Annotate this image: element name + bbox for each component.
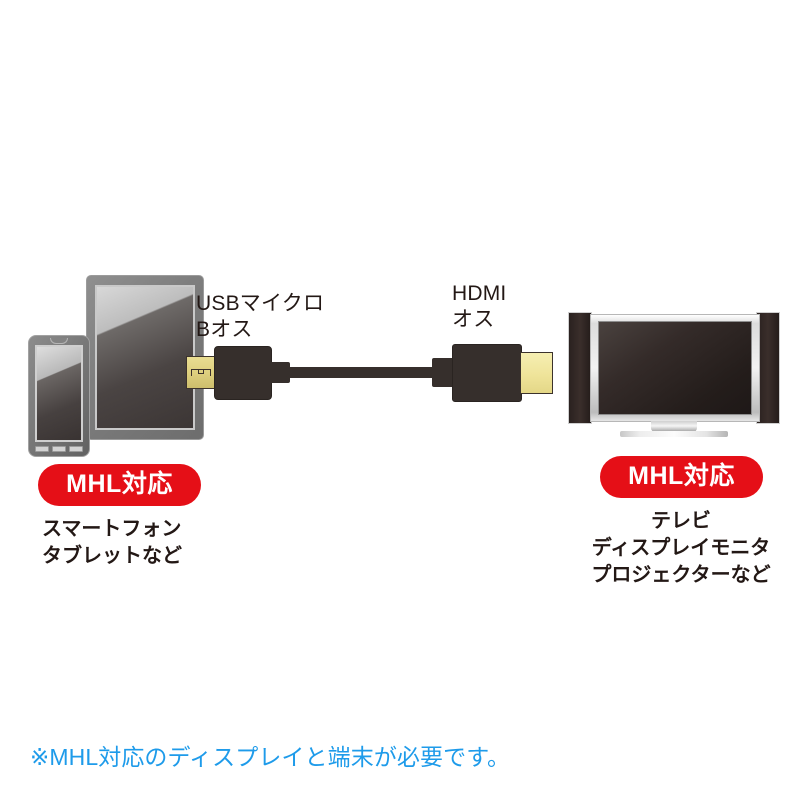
hdmi-connector-icon xyxy=(520,352,553,394)
usb-connector-housing xyxy=(214,346,272,400)
source-device-caption: スマートフォン タブレットなど xyxy=(42,516,182,570)
usb-connector-label: USBマイクロ Bオス xyxy=(196,291,324,342)
cable-illustration xyxy=(186,344,558,406)
tv-speaker-left xyxy=(568,312,592,424)
usb-micro-b-connector-icon xyxy=(186,356,216,389)
footnote-text: ※MHL対応のディスプレイと端末が必要です。 xyxy=(30,744,511,770)
tv-screen xyxy=(598,321,752,415)
smartphone-earpiece xyxy=(50,338,68,344)
smartphone-button xyxy=(35,446,49,452)
mhl-badge-display: MHL対応 xyxy=(600,456,763,498)
usb-connector-label-line2: Bオス xyxy=(196,317,253,341)
hdmi-connector-label-line2: オス xyxy=(452,307,495,331)
display-device-caption-line3: プロジェクターなど xyxy=(591,563,771,586)
source-device-caption-line2: タブレットなど xyxy=(42,544,182,567)
smartphone-button xyxy=(69,446,83,452)
display-device-caption-line2: ディスプレイモニタ xyxy=(591,536,771,559)
usb-connector-strain-relief xyxy=(270,362,290,383)
smartphone-button xyxy=(52,446,66,452)
tv-stand-base xyxy=(620,431,728,437)
tablet-screen xyxy=(95,285,195,430)
source-device-caption-line1: スマートフォン xyxy=(42,518,182,540)
hdmi-connector-label-line1: HDMI xyxy=(452,282,507,305)
cable-cord xyxy=(286,367,462,378)
smartphone-buttons xyxy=(35,446,83,452)
mhl-badge-source: MHL対応 xyxy=(38,464,201,506)
display-device-caption: テレビ ディスプレイモニタ プロジェクターなど xyxy=(591,508,770,588)
television-icon xyxy=(568,312,780,452)
usb-connector-label-line1: USBマイクロ xyxy=(196,292,325,315)
tv-speaker-right xyxy=(756,312,780,424)
hdmi-connector-housing xyxy=(452,344,522,402)
display-device-caption-line1: テレビ xyxy=(650,510,711,532)
source-device-illustration xyxy=(28,275,208,460)
hdmi-connector-label: HDMI オス xyxy=(452,281,506,332)
tv-bezel xyxy=(590,314,760,422)
smartphone-icon xyxy=(28,335,90,457)
smartphone-screen xyxy=(35,345,83,442)
tablet-icon xyxy=(86,275,204,440)
tv-stand-neck xyxy=(651,421,697,432)
